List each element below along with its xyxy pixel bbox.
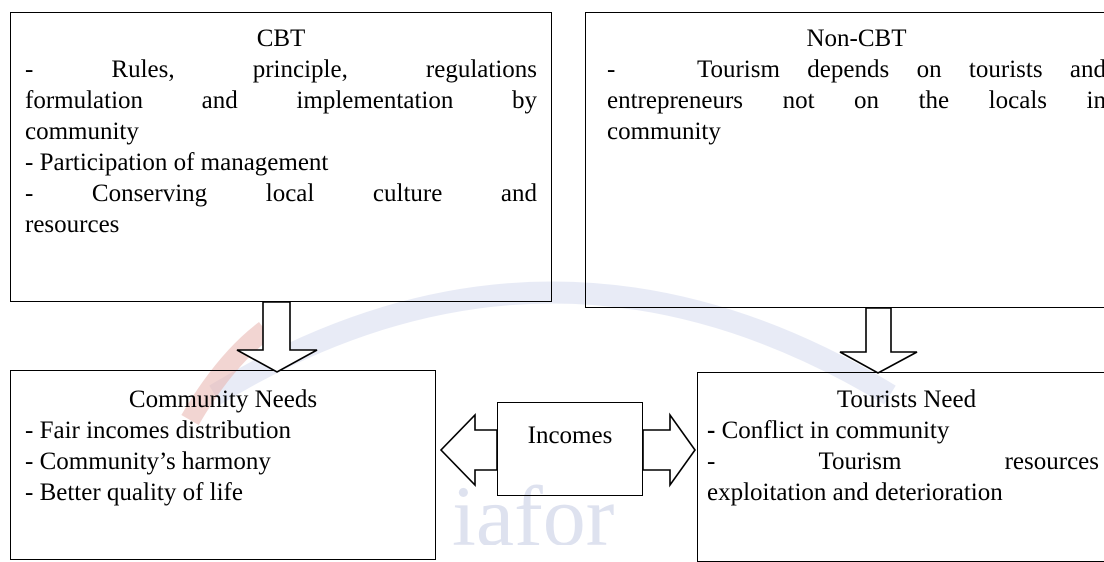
cbt-item-line: resources (25, 211, 120, 238)
community-needs-item: - Better quality of life (25, 479, 243, 506)
down-arrow-non-cbt (839, 307, 918, 374)
cbt-item-line: - Rules, principle, regulations (25, 56, 537, 83)
tourists-need-item-word: resources (1004, 448, 1099, 475)
incomes-box: Incomes (497, 402, 643, 496)
non-cbt-title: Non-CBT (806, 25, 907, 52)
community-needs-title: Community Needs (128, 386, 318, 413)
tourists-need-item: exploitation and deterioration (707, 479, 1003, 506)
tourists-need-box: Tourists Need - Conflict in community - … (697, 372, 1104, 562)
tourists-need-item-text: Conflict in community (715, 417, 950, 444)
tourists-need-item-dash: - (707, 448, 716, 475)
non-cbt-box: Non-CBT - Tourism depends on tourists an… (585, 12, 1104, 308)
non-cbt-item-line: - Tourism depends on tourists and (607, 56, 1104, 83)
community-needs-item: - Fair incomes distribution (25, 417, 291, 444)
tourists-need-title: Tourists Need (836, 386, 977, 413)
incomes-label: Incomes (527, 422, 613, 449)
tourists-need-item-dash: - (707, 417, 716, 444)
cbt-box: CBT - Rules, principle, regulations form… (10, 12, 552, 302)
non-cbt-item-line: entrepreneurs not on the locals in (607, 87, 1104, 114)
community-needs-item: - Community’s harmony (25, 448, 271, 475)
right-arrow-incomes (642, 412, 696, 488)
cbt-title: CBT (256, 25, 306, 52)
cbt-item-line: community (25, 118, 139, 145)
arrows-layer (236, 301, 918, 488)
tourists-need-item: - Tourism resources (707, 446, 1099, 477)
down-arrow-cbt (236, 301, 318, 373)
left-arrow-incomes (439, 413, 498, 487)
cbt-item-line: formulation and implementation by (25, 87, 537, 114)
tourists-need-item: - Conflict in community (707, 415, 1104, 446)
cbt-item-line: - Conserving local culture and (25, 180, 537, 207)
tourists-need-item-word: Tourism (818, 448, 902, 475)
cbt-item-line: - Participation of management (25, 149, 329, 176)
non-cbt-item-line: community (607, 118, 721, 145)
